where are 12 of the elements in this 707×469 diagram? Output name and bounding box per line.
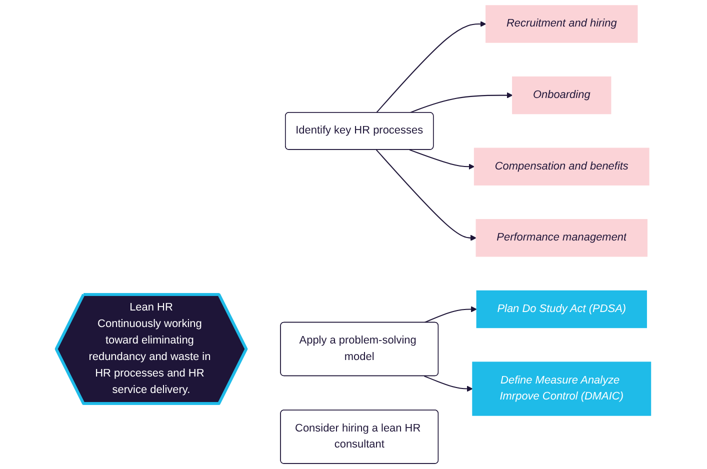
arrow xyxy=(376,149,476,241)
node-box: Compensation and benefits xyxy=(474,148,650,186)
node-box: Define Measure Analyze Imrpove Control (DMAIC) xyxy=(472,362,652,416)
arrow xyxy=(409,92,513,114)
node-box: Onboarding xyxy=(512,76,612,114)
arrow xyxy=(424,376,473,392)
arrow xyxy=(409,149,475,170)
arrow xyxy=(424,306,477,324)
node-box: Recruitment and hiring xyxy=(486,5,638,43)
arrow xyxy=(376,20,486,114)
node-box: Plan Do Study Act (PDSA) xyxy=(476,290,647,328)
node-box: Performance management xyxy=(476,219,648,257)
